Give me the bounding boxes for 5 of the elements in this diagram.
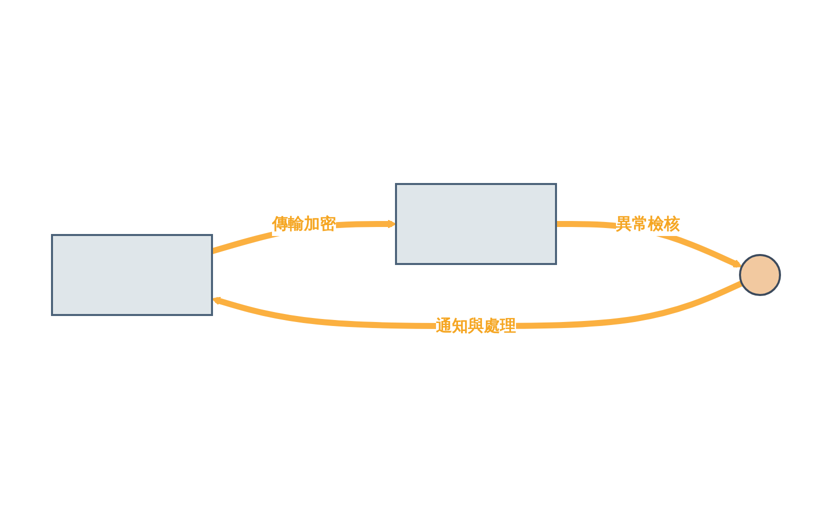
edge-label: 異常檢核	[616, 214, 680, 232]
node-person	[738, 254, 780, 296]
node-box	[50, 234, 212, 316]
node-box	[394, 182, 556, 264]
edge-label: 通知與處理	[436, 316, 516, 334]
